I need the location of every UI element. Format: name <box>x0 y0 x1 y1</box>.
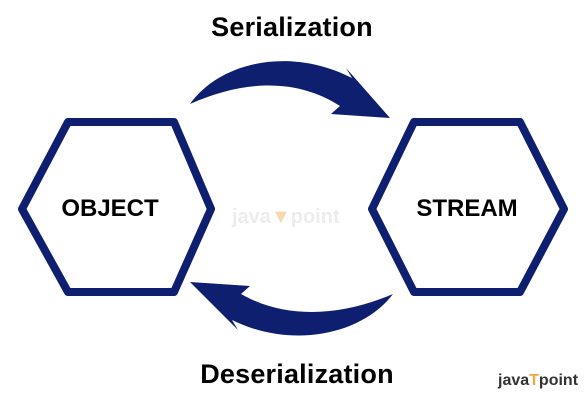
stream-node-label: STREAM <box>416 195 518 222</box>
deserialization-arrow <box>190 282 393 336</box>
watermark-text-left: java <box>232 206 271 228</box>
serialization-arrow <box>190 61 390 118</box>
watermark-text-right: point <box>290 206 340 228</box>
object-hexagon <box>18 118 215 296</box>
serialization-label: Serialization <box>211 12 373 42</box>
logo-icon: T <box>529 372 539 389</box>
deserialization-label: Deserialization <box>200 359 394 389</box>
brand-logo: javaTpoint <box>498 371 578 391</box>
logo-text-left: java <box>498 372 530 389</box>
center-watermark: java▼point <box>232 205 340 229</box>
watermark-logo-icon: ▼ <box>270 206 291 228</box>
object-node-label: OBJECT <box>61 195 159 222</box>
stream-hexagon <box>368 118 568 296</box>
logo-text-right: point <box>538 372 579 389</box>
